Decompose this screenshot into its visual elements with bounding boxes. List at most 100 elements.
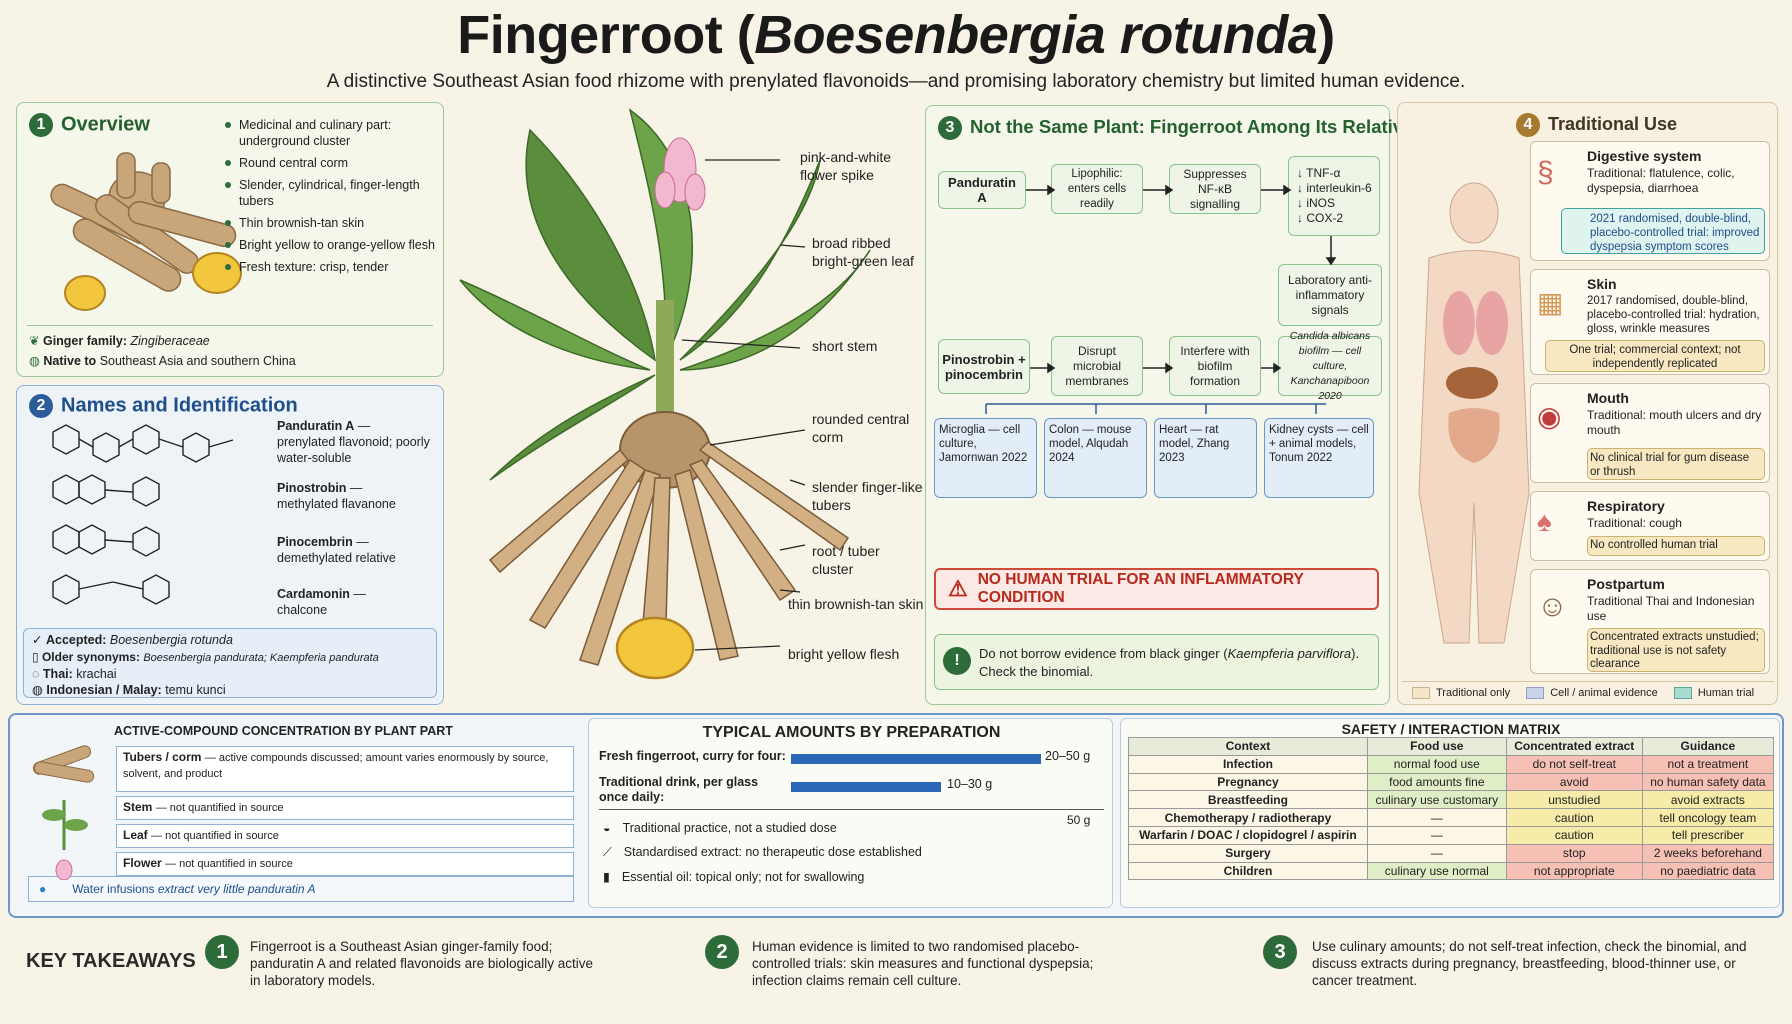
safety-heading: SAFETY / INTERACTION MATRIX [1341,721,1561,737]
matrix-cell: Warfarin / DOAC / clopidogrel / aspirin [1128,825,1368,845]
list-item: Round central corm [225,155,440,171]
concentration-panel: ACTIVE-COMPOUND CONCENTRATION BY PLANT P… [16,720,576,906]
pinostrobin-box: Pinostrobin + pinocembrin [938,339,1030,394]
matrix-cell: Pregnancy [1128,772,1368,792]
heart-study-box: Heart — rat model, Zhang 2023 [1154,418,1257,498]
globe-icon: ◍ [32,683,43,697]
candida-box: Candida albicans biofilm — cell culture,… [1278,330,1382,402]
plant-label: rounded central corm [812,411,910,445]
takeaway-number: 2 [705,935,739,969]
matrix-cell: no human safety data [1641,772,1775,792]
no-human-trial-warning: ⚠NO HUMAN TRIAL FOR AN INFLAMMATORY COND… [934,568,1379,610]
black-ginger-note: ! Do not borrow evidence from black ging… [934,634,1379,690]
matrix-cell: normal food use [1366,754,1507,774]
evidence-legend: Traditional only Cell / animal evidence … [1402,681,1774,703]
relatives-arrows [985,184,1337,414]
takeaway-text: Fingerroot is a Southeast Asian ginger-f… [250,939,593,988]
compound-item: Pinocembrin —demethylated relative [277,535,396,565]
matrix-cell: — [1366,825,1507,845]
leaf-row: Leaf — not quantified in source [116,824,574,848]
microglia-study-box: Microglia — cell culture, Jamornwan 2022 [934,418,1037,498]
trad-item-note: No clinical trial for gum disease or thr… [1587,448,1765,480]
kidney-study-box: Kidney cysts — cell + animal models, Ton… [1264,418,1374,498]
amount-value: 10–30 g [947,777,993,791]
black-ginger-note-text: Do not borrow evidence from black ginger… [979,646,1360,679]
skin-icon: ▦ [1537,287,1564,318]
nf-kb-box: Suppresses NF-κB signalling [1169,164,1261,214]
lab-signals-box: Laboratory anti-inflammatory signals [1278,264,1382,326]
list-item: Bright yellow to orange-yellow flesh [225,237,440,253]
compound-item: Panduratin A —prenylated flavonoid; poor… [277,419,430,465]
flower-row: Flower — not quantified in source [116,852,574,876]
takeaway-text: Use culinary amounts; do not self-treat … [1312,939,1747,988]
matrix-cell: Children [1128,861,1368,881]
skin-item: ▦ Skin 2017 randomised, double-blind, pl… [1530,269,1770,375]
panduratin-a-box: Panduratin A [938,171,1026,209]
mouth-item: ◉ Mouth Traditional: mouth ulcers and dr… [1530,383,1770,483]
amount-row-label: Fresh fingerroot, curry for four: [599,749,786,763]
family-line: ❦ Ginger family: Zingiberaceae [29,334,210,348]
matrix-cell: Breastfeeding [1128,790,1368,810]
marker-item: ↓ interleukin-6 [1297,181,1372,195]
matrix-column-header: Food use [1366,737,1507,756]
stem-row: Stem — not quantified in source [116,796,574,820]
matrix-cell: caution [1505,808,1643,827]
overview-bullet-list: Medicinal and culinary part: underground… [225,117,440,281]
amount-note: ▮Essential oil: topical only; not for sw… [603,870,865,884]
legend-label: Traditional only [1436,686,1511,699]
postpartum-item: ☺ Postpartum Traditional Thai and Indone… [1530,569,1770,674]
globe-icon: ◍ [29,354,40,368]
indonesian-name-row: ◍ Indonesian / Malay: temu kunci [32,683,226,697]
matrix-cell: not appropriate [1505,861,1643,881]
thai-name-row: ◌ Thai: krachai [32,667,117,681]
list-item: Slender, cylindrical, finger-length tube… [225,177,440,209]
trad-item-title: Postpartum [1587,576,1665,592]
concentration-heading: ACTIVE-COMPOUND CONCENTRATION BY PLANT P… [114,724,453,738]
page-title: Fingerroot (Boesenbergia rotunda) [457,5,1335,65]
human-body-illustration [1418,182,1530,644]
leaf-icon: ❦ [29,334,40,348]
matrix-cell: tell prescriber [1641,825,1775,845]
trad-item-note: One trial; commercial context; not indep… [1545,340,1765,372]
fingerroot-rhizome-illustration [50,152,242,311]
page-subtitle: A distinctive Southeast Asian food rhizo… [326,71,1466,92]
chemical-structures-illustration [52,424,234,605]
plant-label: slender finger-like tubers [812,479,923,513]
tubers-row: Tubers / corm — active compounds discuss… [116,746,574,792]
plant-label: root / tuber cluster [812,543,880,577]
fingerroot-plant-illustration [459,108,871,680]
trad-item-text: Traditional: cough [1587,516,1682,530]
identification-box: ✓ Accepted: Boesenbergia rotunda ▯ Older… [23,628,437,698]
synonyms-row: ▯ Older synonyms: Boesenbergia pandurata… [32,650,379,664]
marker-list-box: ↓ TNF-α ↓ interleukin-6 ↓ iNOS ↓ COX-2 [1288,156,1380,236]
check-circle-icon: ✓ [32,633,43,647]
takeaway-number: 3 [1263,935,1297,969]
matrix-column-header: Concentrated extract [1505,737,1643,756]
amount-note: ◒Traditional practice, not a studied dos… [603,821,837,835]
plant-label: broad ribbed bright-green leaf [812,235,914,269]
accepted-name-row: ✓ Accepted: Boesenbergia rotunda [32,633,233,647]
trad-item-text: Traditional: mouth ulcers and dry mouth [1587,408,1762,437]
matrix-cell: caution [1505,825,1643,845]
plant-label: thin brownish-tan skin [788,596,924,612]
matrix-cell: culinary use customary [1366,790,1507,810]
mortar-icon: ◒ [603,821,611,835]
book-icon: ▯ [32,650,39,664]
marker-item: ↓ COX-2 [1297,211,1344,225]
matrix-cell: avoid extracts [1641,790,1775,810]
compound-item: Pinostrobin —methylated flavanone [277,481,396,511]
bottle-icon: ▮ [603,870,610,884]
matrix-cell: food amounts fine [1366,772,1507,792]
disrupt-membranes-box: Disrupt microbial membranes [1051,336,1143,396]
matrix-cell: Surgery [1128,843,1368,863]
